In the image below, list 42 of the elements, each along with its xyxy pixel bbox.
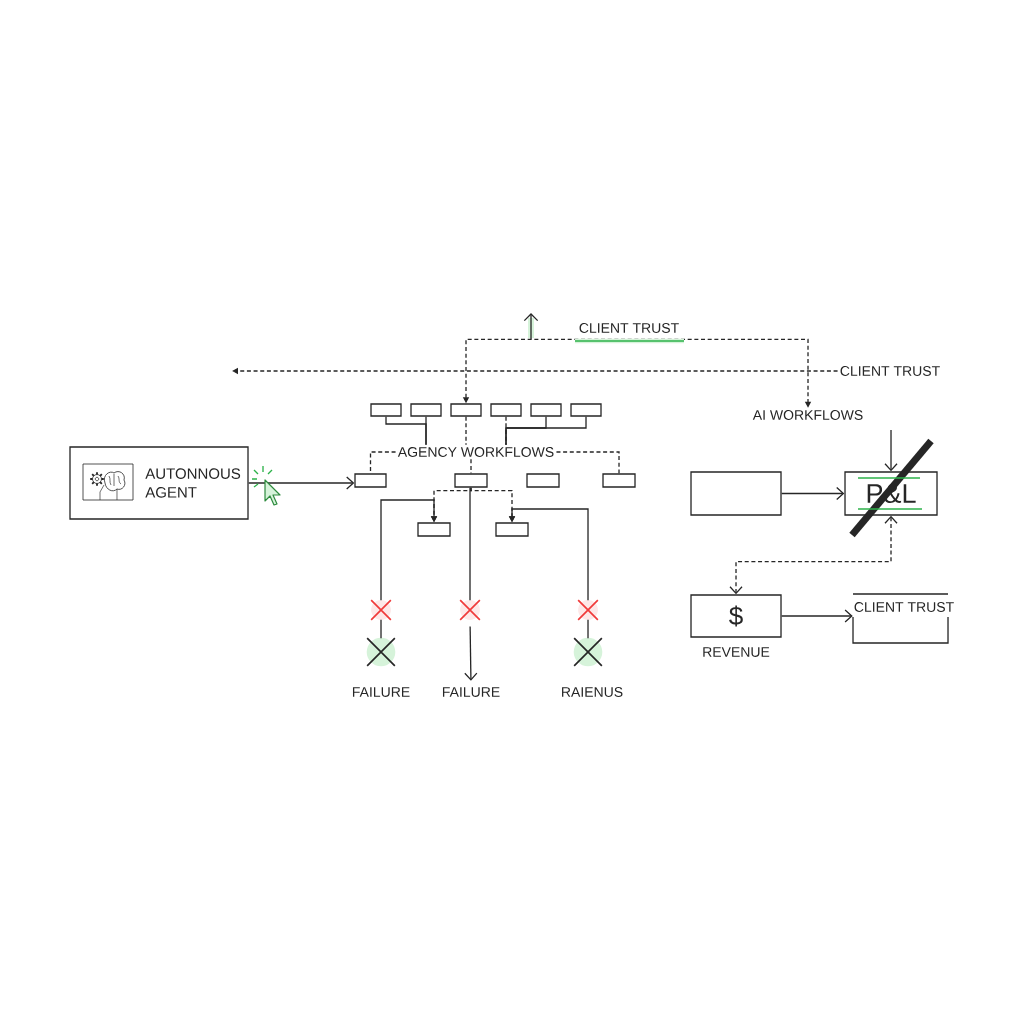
empty-box	[602, 473, 636, 488]
connector-line	[587, 619, 589, 639]
cross-mark	[370, 599, 392, 621]
empty-box	[530, 403, 562, 417]
process-box: $	[690, 594, 782, 638]
empty-box	[495, 522, 529, 537]
connector-line	[369, 451, 397, 474]
arrow	[248, 476, 355, 490]
empty-box	[370, 403, 402, 417]
arrow	[781, 609, 853, 623]
process-box: AUTONNOUS AGENT	[69, 446, 249, 520]
cross-mark	[577, 599, 599, 621]
connector-line	[505, 416, 587, 446]
empty-box	[690, 471, 782, 516]
empty-box	[526, 473, 560, 488]
empty-box	[490, 403, 522, 417]
arrow	[380, 499, 438, 601]
cross-mark	[459, 599, 481, 621]
edge-label: CLIENT TRUST	[577, 321, 681, 335]
node-label: FAILURE	[353, 687, 410, 697]
label: AGENCY WORKFLOWS	[397, 447, 554, 457]
empty-box	[354, 473, 387, 488]
arrow	[729, 515, 898, 595]
arrow	[464, 625, 478, 681]
label: CLIENT TRUST	[840, 366, 940, 376]
node-label: REVENUE	[703, 647, 770, 657]
label: AI WORKFLOWS	[752, 410, 863, 420]
connector-line	[469, 487, 471, 601]
connector-line	[555, 451, 620, 474]
empty-box	[454, 473, 488, 488]
empty-box	[570, 403, 602, 417]
label: FAILURE	[443, 687, 500, 697]
connector-line	[425, 416, 427, 446]
arrow	[781, 486, 845, 501]
empty-box	[410, 403, 442, 417]
empty-box	[450, 403, 482, 417]
empty-box	[417, 522, 451, 537]
node-label: RAIENUS	[562, 687, 623, 697]
connector-line	[465, 416, 467, 446]
text-box: CLIENT TRUST	[852, 593, 954, 644]
arrow	[884, 429, 898, 472]
connector-line	[380, 619, 382, 639]
